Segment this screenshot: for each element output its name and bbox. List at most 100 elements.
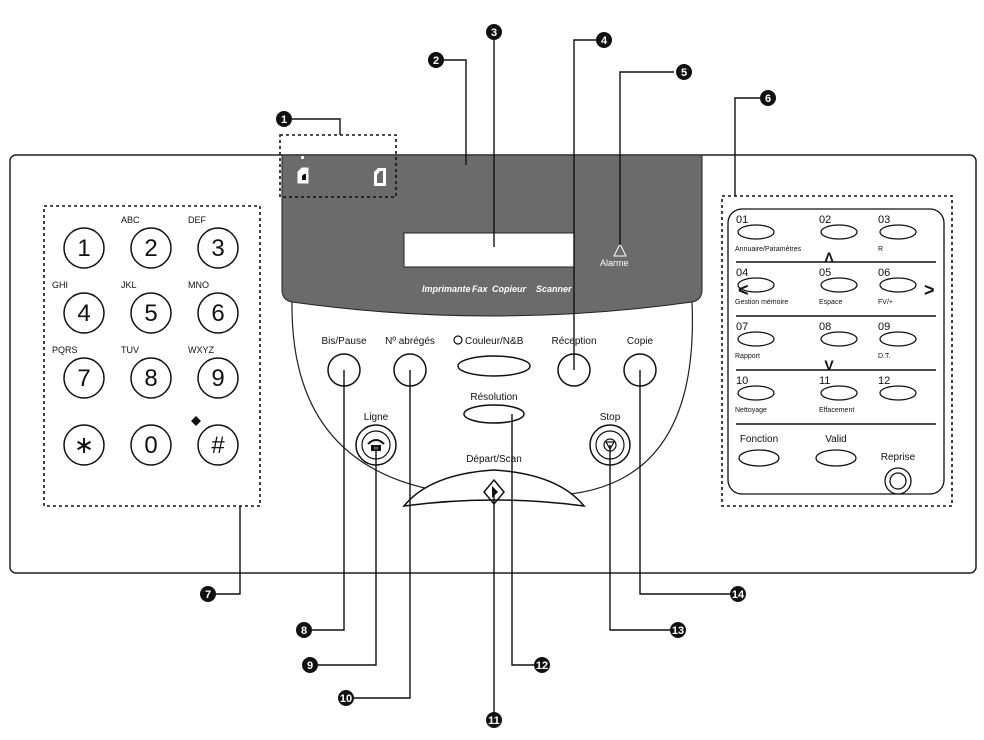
fonction-label: Fonction	[740, 434, 778, 445]
arrow-down-icon: V	[824, 357, 834, 373]
callout-8-number: 8	[301, 625, 307, 637]
leader-14	[639, 370, 730, 595]
prog-key-08-button[interactable]	[820, 331, 858, 347]
prog-key-label: D.T.	[878, 353, 891, 360]
key-5-glyph: 5	[144, 300, 157, 327]
key-6-button[interactable]	[197, 292, 239, 334]
prog-key-07-button[interactable]	[737, 331, 775, 347]
prog-key-04-button[interactable]	[737, 277, 775, 293]
alarm-icon	[613, 242, 627, 257]
depart-label: Départ/Scan	[466, 454, 522, 465]
prog-key-label: Espace	[819, 299, 842, 306]
key-6-glyph: 6	[211, 300, 224, 327]
callout-10-number: 10	[340, 693, 352, 705]
valid-label: Valid	[825, 434, 847, 445]
prog-key-number: 10	[736, 375, 748, 387]
prog-key-number: 06	[878, 267, 890, 279]
callout-4-badge	[596, 32, 612, 48]
key-11-button[interactable]	[130, 424, 172, 466]
leader-2	[444, 59, 467, 165]
prog-key-number: 05	[819, 267, 831, 279]
key-9-button[interactable]	[197, 357, 239, 399]
prog-key-06-button[interactable]	[879, 277, 917, 293]
callout-13-badge	[670, 622, 686, 638]
program-keys-outline	[721, 195, 953, 507]
prog-key-number: 02	[819, 214, 831, 226]
reprise-button-inner	[889, 472, 907, 490]
prog-key-label: FV/+	[878, 299, 893, 306]
callout-9-number: 9	[307, 660, 313, 672]
prog-key-number: 03	[878, 214, 890, 226]
leader-5	[619, 71, 674, 245]
callout-5-badge	[676, 64, 692, 80]
mode-strip-4: Scanner	[536, 284, 572, 294]
key-2-button[interactable]	[130, 227, 172, 269]
key-10-button[interactable]	[63, 424, 105, 466]
key-3-button[interactable]	[197, 227, 239, 269]
callout-10-badge	[338, 690, 354, 706]
leader-lines	[216, 39, 760, 712]
prog-key-label: Annuaire/Paramètres	[735, 246, 802, 253]
key-11-glyph: 0	[144, 432, 157, 459]
prog-key-10-button[interactable]	[737, 385, 775, 401]
prog-key-label: R	[878, 246, 883, 253]
prog-key-05-button[interactable]	[820, 277, 858, 293]
prog-key-number: 04	[736, 267, 748, 279]
callout-2-badge	[428, 52, 444, 68]
prog-key-label: Gestion mémoire	[735, 299, 788, 306]
callout-2-number: 2	[433, 55, 439, 67]
prog-key-09-button[interactable]	[879, 331, 917, 347]
key-4-glyph: 4	[77, 300, 90, 327]
status-area-outline	[279, 134, 397, 198]
couleur-button[interactable]	[457, 355, 531, 377]
leader-4	[573, 39, 596, 370]
leader-7	[216, 506, 241, 595]
key-4-letters: GHI	[52, 280, 68, 290]
key-7-button[interactable]	[63, 357, 105, 399]
prog-key-12-button[interactable]	[879, 385, 917, 401]
couleur-label: Couleur/N&B	[465, 336, 524, 347]
callout-12-badge	[534, 657, 550, 673]
key-2-letters: ABC	[121, 215, 140, 225]
key-4-button[interactable]	[63, 292, 105, 334]
stop-label: Stop	[600, 412, 621, 423]
resolution-button[interactable]	[463, 404, 525, 424]
mode-strip-2: Fax	[472, 284, 489, 294]
callout-13-number: 13	[672, 625, 684, 637]
prog-key-11-button[interactable]	[820, 385, 858, 401]
leader-13	[609, 445, 670, 631]
key-10-glyph: ∗	[74, 432, 94, 459]
valid-button[interactable]	[815, 449, 857, 467]
prog-key-03-button[interactable]	[879, 224, 917, 240]
callout-7-number: 7	[205, 589, 211, 601]
key-5-button[interactable]	[130, 292, 172, 334]
prog-key-02-button[interactable]	[820, 224, 858, 240]
bis-pause-label: Bis/Pause	[321, 336, 366, 347]
fonction-button[interactable]	[738, 449, 780, 467]
callout-14-number: 14	[732, 589, 745, 601]
callout-8-badge	[296, 622, 312, 638]
resolution-label: Résolution	[470, 392, 517, 403]
key-1-glyph: 1	[77, 235, 90, 262]
keypad-outline	[43, 205, 261, 507]
prog-key-01-button[interactable]	[737, 224, 775, 240]
prog-key-number: 09	[878, 321, 890, 333]
key-1-button[interactable]	[63, 227, 105, 269]
key-12-button[interactable]	[197, 424, 239, 466]
key-7-glyph: 7	[77, 365, 90, 392]
reprise-label: Reprise	[881, 452, 916, 463]
prog-key-number: 07	[736, 321, 748, 333]
key-2-glyph: 2	[144, 235, 157, 262]
leader-10	[354, 370, 411, 699]
key-3-letters: DEF	[188, 215, 207, 225]
prog-key-number: 01	[736, 214, 748, 226]
arrow-left-icon: <	[738, 280, 749, 300]
key-5-letters: JKL	[121, 280, 137, 290]
couleur-led	[453, 335, 463, 345]
key-3-glyph: 3	[211, 235, 224, 262]
copie-label: Copie	[627, 336, 654, 347]
key-8-button[interactable]	[130, 357, 172, 399]
leader-12	[511, 414, 534, 666]
